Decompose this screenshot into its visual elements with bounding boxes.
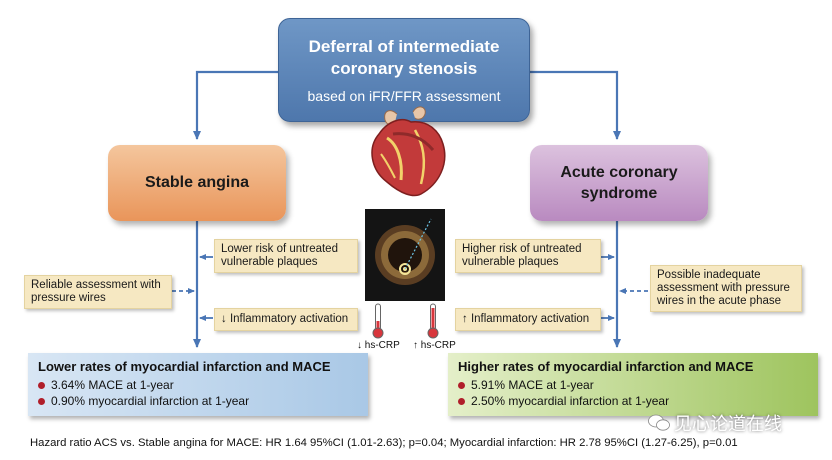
wechat-icon — [648, 414, 670, 431]
bullet-icon — [458, 397, 465, 405]
higher-risk-note: Higher risk of untreated vulnerable plaq… — [455, 239, 601, 273]
list-item: 5.91% MACE at 1-year — [458, 377, 808, 393]
bullet-icon — [38, 397, 45, 405]
footer-hazard-ratio: Hazard ratio ACS vs. Stable angina for M… — [30, 437, 738, 449]
lower-rates-box: Lower rates of myocardial infarction and… — [28, 353, 368, 416]
list-item: 0.90% myocardial infarction at 1-year — [38, 393, 358, 409]
stable-angina-box: Stable angina — [108, 145, 286, 221]
higher-mace-rate: 5.91% MACE at 1-year — [471, 378, 594, 392]
stable-angina-label: Stable angina — [144, 174, 250, 191]
lower-mi-rate: 0.90% myocardial infarction at 1-year — [51, 394, 250, 408]
lower-risk-note: Lower risk of untreated vulnerable plaqu… — [214, 239, 358, 273]
top-subtitle: based on iFR/FFR assessment — [307, 88, 501, 104]
higher-rates-title: Higher rates of myocardial infarction an… — [458, 359, 754, 374]
bullet-icon — [458, 381, 465, 389]
acs-box: Acute coronary syndrome — [530, 145, 708, 221]
bullet-icon — [38, 381, 45, 389]
oct-image — [365, 209, 445, 301]
higher-rates-box: Higher rates of myocardial infarction an… — [448, 353, 818, 416]
low-hs-crp-label: ↓ hs-CRP — [357, 340, 400, 351]
top-title: Deferral of intermediate coronary stenos… — [308, 37, 500, 78]
arrow-to-acs — [530, 70, 621, 140]
heart-icon — [371, 106, 446, 197]
increased-inflammation-note: ↑ Inflammatory activation — [455, 308, 601, 331]
arrow-to-stable-angina — [193, 70, 278, 140]
high-hs-crp-label: ↑ hs-CRP — [413, 340, 456, 351]
lower-rates-title: Lower rates of myocardial infarction and… — [38, 359, 331, 374]
lower-mace-rate: 3.64% MACE at 1-year — [51, 378, 174, 392]
acs-label: Acute coronary syndrome — [560, 164, 678, 202]
higher-mi-rate: 2.50% myocardial infarction at 1-year — [471, 394, 670, 408]
list-item: 2.50% myocardial infarction at 1-year — [458, 393, 808, 409]
reliable-assessment-note: Reliable assessment with pressure wires — [24, 275, 172, 309]
decreased-inflammation-note: ↓ Inflammatory activation — [214, 308, 358, 331]
inadequate-assessment-note: Possible inadequate assessment with pres… — [650, 265, 802, 312]
list-item: 3.64% MACE at 1-year — [38, 377, 358, 393]
top-box: Deferral of intermediate coronary stenos… — [278, 18, 530, 122]
thermometer-high-icon — [427, 303, 439, 339]
thermometer-low-icon — [372, 303, 384, 339]
watermark: 见心论道在线 — [648, 410, 782, 436]
watermark-text: 见心论道在线 — [674, 414, 782, 434]
